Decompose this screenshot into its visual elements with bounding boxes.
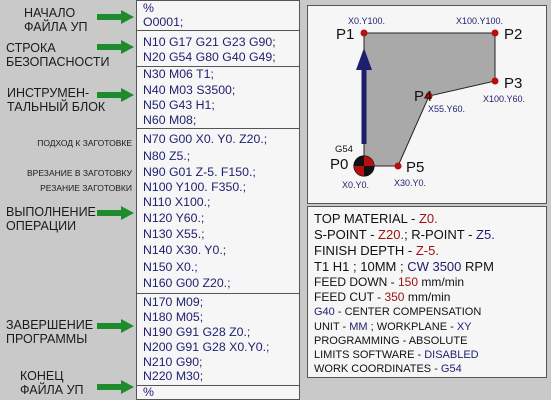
arrow-right-icon	[97, 88, 134, 102]
toolpath-diagram-panel: P1 X0.Y100. P2 X100.Y100. P3 X100.Y60. P…	[307, 5, 547, 204]
arrow-right-icon	[97, 40, 134, 54]
block-divider	[137, 385, 299, 386]
machining-info-panel: TOP MATERIAL - Z0. S-POINT - Z20.; R-POI…	[307, 206, 547, 378]
code-line: %	[143, 385, 154, 399]
point-p2-marker	[491, 29, 499, 37]
code-line: N170 M09;	[143, 295, 204, 309]
code-line: N220 M30;	[143, 369, 204, 383]
arrow-right-icon	[97, 206, 134, 220]
point-p3-marker	[491, 77, 499, 85]
code-line: N210 G90;	[143, 355, 203, 369]
code-line: N150 X0.;	[143, 260, 198, 274]
code-line: N120 Y60.;	[143, 211, 205, 225]
code-line: N80 Z5.;	[143, 149, 191, 163]
label-operation: ВЫПОЛНЕНИЕ ОПЕРАЦИИ	[6, 205, 96, 233]
point-p4-coord: X55.Y60.	[428, 104, 466, 114]
code-line: N130 X55.;	[143, 227, 205, 241]
programming-line: PROGRAMMING - ABSOLUTE	[314, 335, 468, 347]
point-p2-coord: X100.Y100.	[456, 16, 504, 26]
code-line: N110 X100.;	[143, 195, 211, 209]
work-coordinates-line: WORK COORDINATES - G54	[314, 363, 462, 375]
code-line: N200 G91 G28 X0.Y0.;	[143, 340, 270, 354]
code-line: N10 G17 G21 G23 G90;	[143, 35, 276, 49]
label-program-start: НАЧАЛО ФАЙЛА УП	[24, 6, 88, 34]
point-p4-marker	[425, 92, 433, 100]
toolpath-diagram	[353, 29, 499, 177]
point-p1-label: P1	[336, 26, 355, 43]
finish-depth-line: FINISH DEPTH - Z-5.	[314, 243, 439, 258]
label-plunge: ВРЕЗАНИЕ В ЗАГОТОВКУ	[26, 168, 132, 178]
compensation-line: G40 - CENTER COMPENSATION	[314, 306, 482, 318]
code-line: N100 Y100. F350.;	[143, 180, 247, 194]
point-p0-coord: X0.Y0.	[342, 180, 370, 190]
origin-icon	[353, 155, 375, 177]
label-file-end: КОНЕЦ ФАЙЛА УП	[20, 369, 84, 397]
point-p3-coord: X100.Y60.	[483, 94, 526, 104]
arrow-right-icon	[97, 10, 134, 24]
code-line: N20 G54 G80 G40 G49;	[143, 50, 276, 64]
block-divider	[137, 66, 299, 67]
tool-line: T1 H1 ; 10MM ; CW 3500 RPM	[314, 259, 494, 274]
feed-cut-line: FEED CUT - 350 mm/min	[314, 290, 451, 304]
code-line: N50 G43 H1;	[143, 98, 215, 112]
arrow-right-icon	[97, 319, 134, 333]
code-line: N60 M08;	[143, 113, 197, 127]
point-p4-label: P4	[414, 88, 433, 105]
point-p3-label: P3	[504, 75, 523, 92]
arrow-head-icon	[356, 48, 372, 70]
code-line: N90 G01 Z-5. F150.;	[143, 165, 256, 179]
code-line: %	[143, 1, 154, 15]
point-p5-marker	[394, 162, 402, 170]
label-approach: ПОДХОД К ЗАГОТОВКЕ	[37, 138, 132, 148]
block-divider	[137, 30, 299, 31]
code-line: N30 M06 T1;	[143, 67, 214, 81]
point-p5-coord: X30.Y0.	[394, 178, 427, 188]
nc-program-listing: % O0001; N10 G17 G21 G23 G90; N20 G54 G8…	[136, 0, 300, 400]
limits-line: LIMITS SOFTWARE - DISABLED	[314, 349, 479, 361]
point-p5-label: P5	[406, 159, 425, 176]
code-line: N40 M03 S3500;	[143, 83, 236, 97]
code-line: N180 M05;	[143, 310, 204, 324]
point-p1-coord: X0.Y100.	[348, 16, 386, 26]
point-p1-marker	[360, 29, 368, 37]
label-safety-line: СТРОКА БЕЗОПАСНОСТИ	[6, 41, 110, 69]
label-program-end: ЗАВЕРШЕНИЕ ПРОГРАММЫ	[6, 318, 94, 346]
feed-down-line: FEED DOWN - 150 mm/min	[314, 275, 465, 289]
arrow-right-icon	[97, 380, 134, 394]
s-r-point-line: S-POINT - Z20.; R-POINT - Z5.	[314, 227, 495, 242]
block-divider	[137, 293, 299, 294]
top-material-line: TOP MATERIAL - Z0.	[314, 211, 438, 226]
code-line: N70 G00 X0. Y0. Z20.;	[143, 132, 268, 146]
point-p2-label: P2	[504, 26, 523, 43]
code-line: N140 X30. Y0.;	[143, 243, 227, 257]
label-cutting: РЕЗАНИЕ ЗАГОТОВКИ	[40, 183, 132, 193]
block-divider	[137, 128, 299, 129]
point-p0-label: P0	[330, 156, 349, 173]
code-line: N160 G00 Z20.;	[143, 276, 231, 290]
unit-workplane-line: UNIT - MM ; WORKPLANE - XY	[314, 321, 472, 333]
origin-g54-label: G54	[335, 144, 353, 155]
label-tool-block: ИНСТРУМЕН- ТАЛЬНЫЙ БЛОК	[7, 86, 106, 114]
code-line: N190 G91 G28 Z0.;	[143, 325, 251, 339]
code-line: O0001;	[143, 15, 184, 29]
